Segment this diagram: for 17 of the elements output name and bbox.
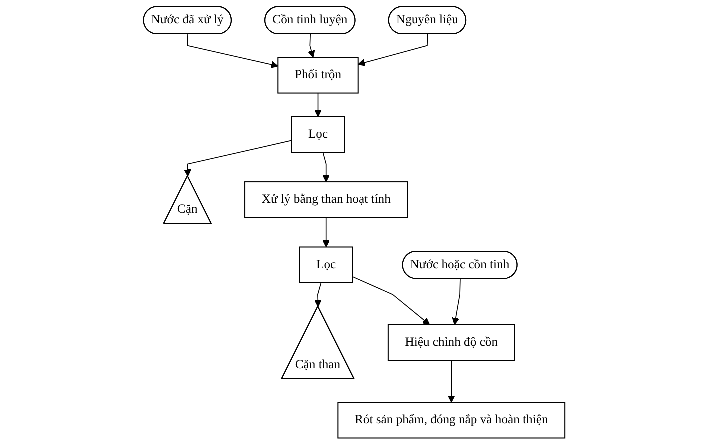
- arrow: [358, 34, 428, 66]
- node-box: Rót sản phẩm, đóng nắp và hoàn thiện: [338, 402, 566, 439]
- node-box: Hiệu chỉnh độ cồn: [388, 324, 516, 362]
- arrow: [322, 217, 330, 248]
- arrow: [452, 278, 461, 326]
- arrow: [187, 34, 279, 68]
- arrow: [314, 92, 322, 118]
- arrow: [308, 34, 316, 58]
- node-box: Lọc: [299, 246, 354, 284]
- arrow: [352, 276, 430, 326]
- arrow: [184, 140, 292, 177]
- arrow: [322, 152, 330, 182]
- node-box: Xử lý bằng than hoạt tính: [244, 182, 408, 218]
- arrow: [314, 282, 322, 308]
- node-box: Lọc: [291, 116, 346, 154]
- arrow: [448, 360, 456, 403]
- node-box: Phối trộn: [278, 57, 359, 94]
